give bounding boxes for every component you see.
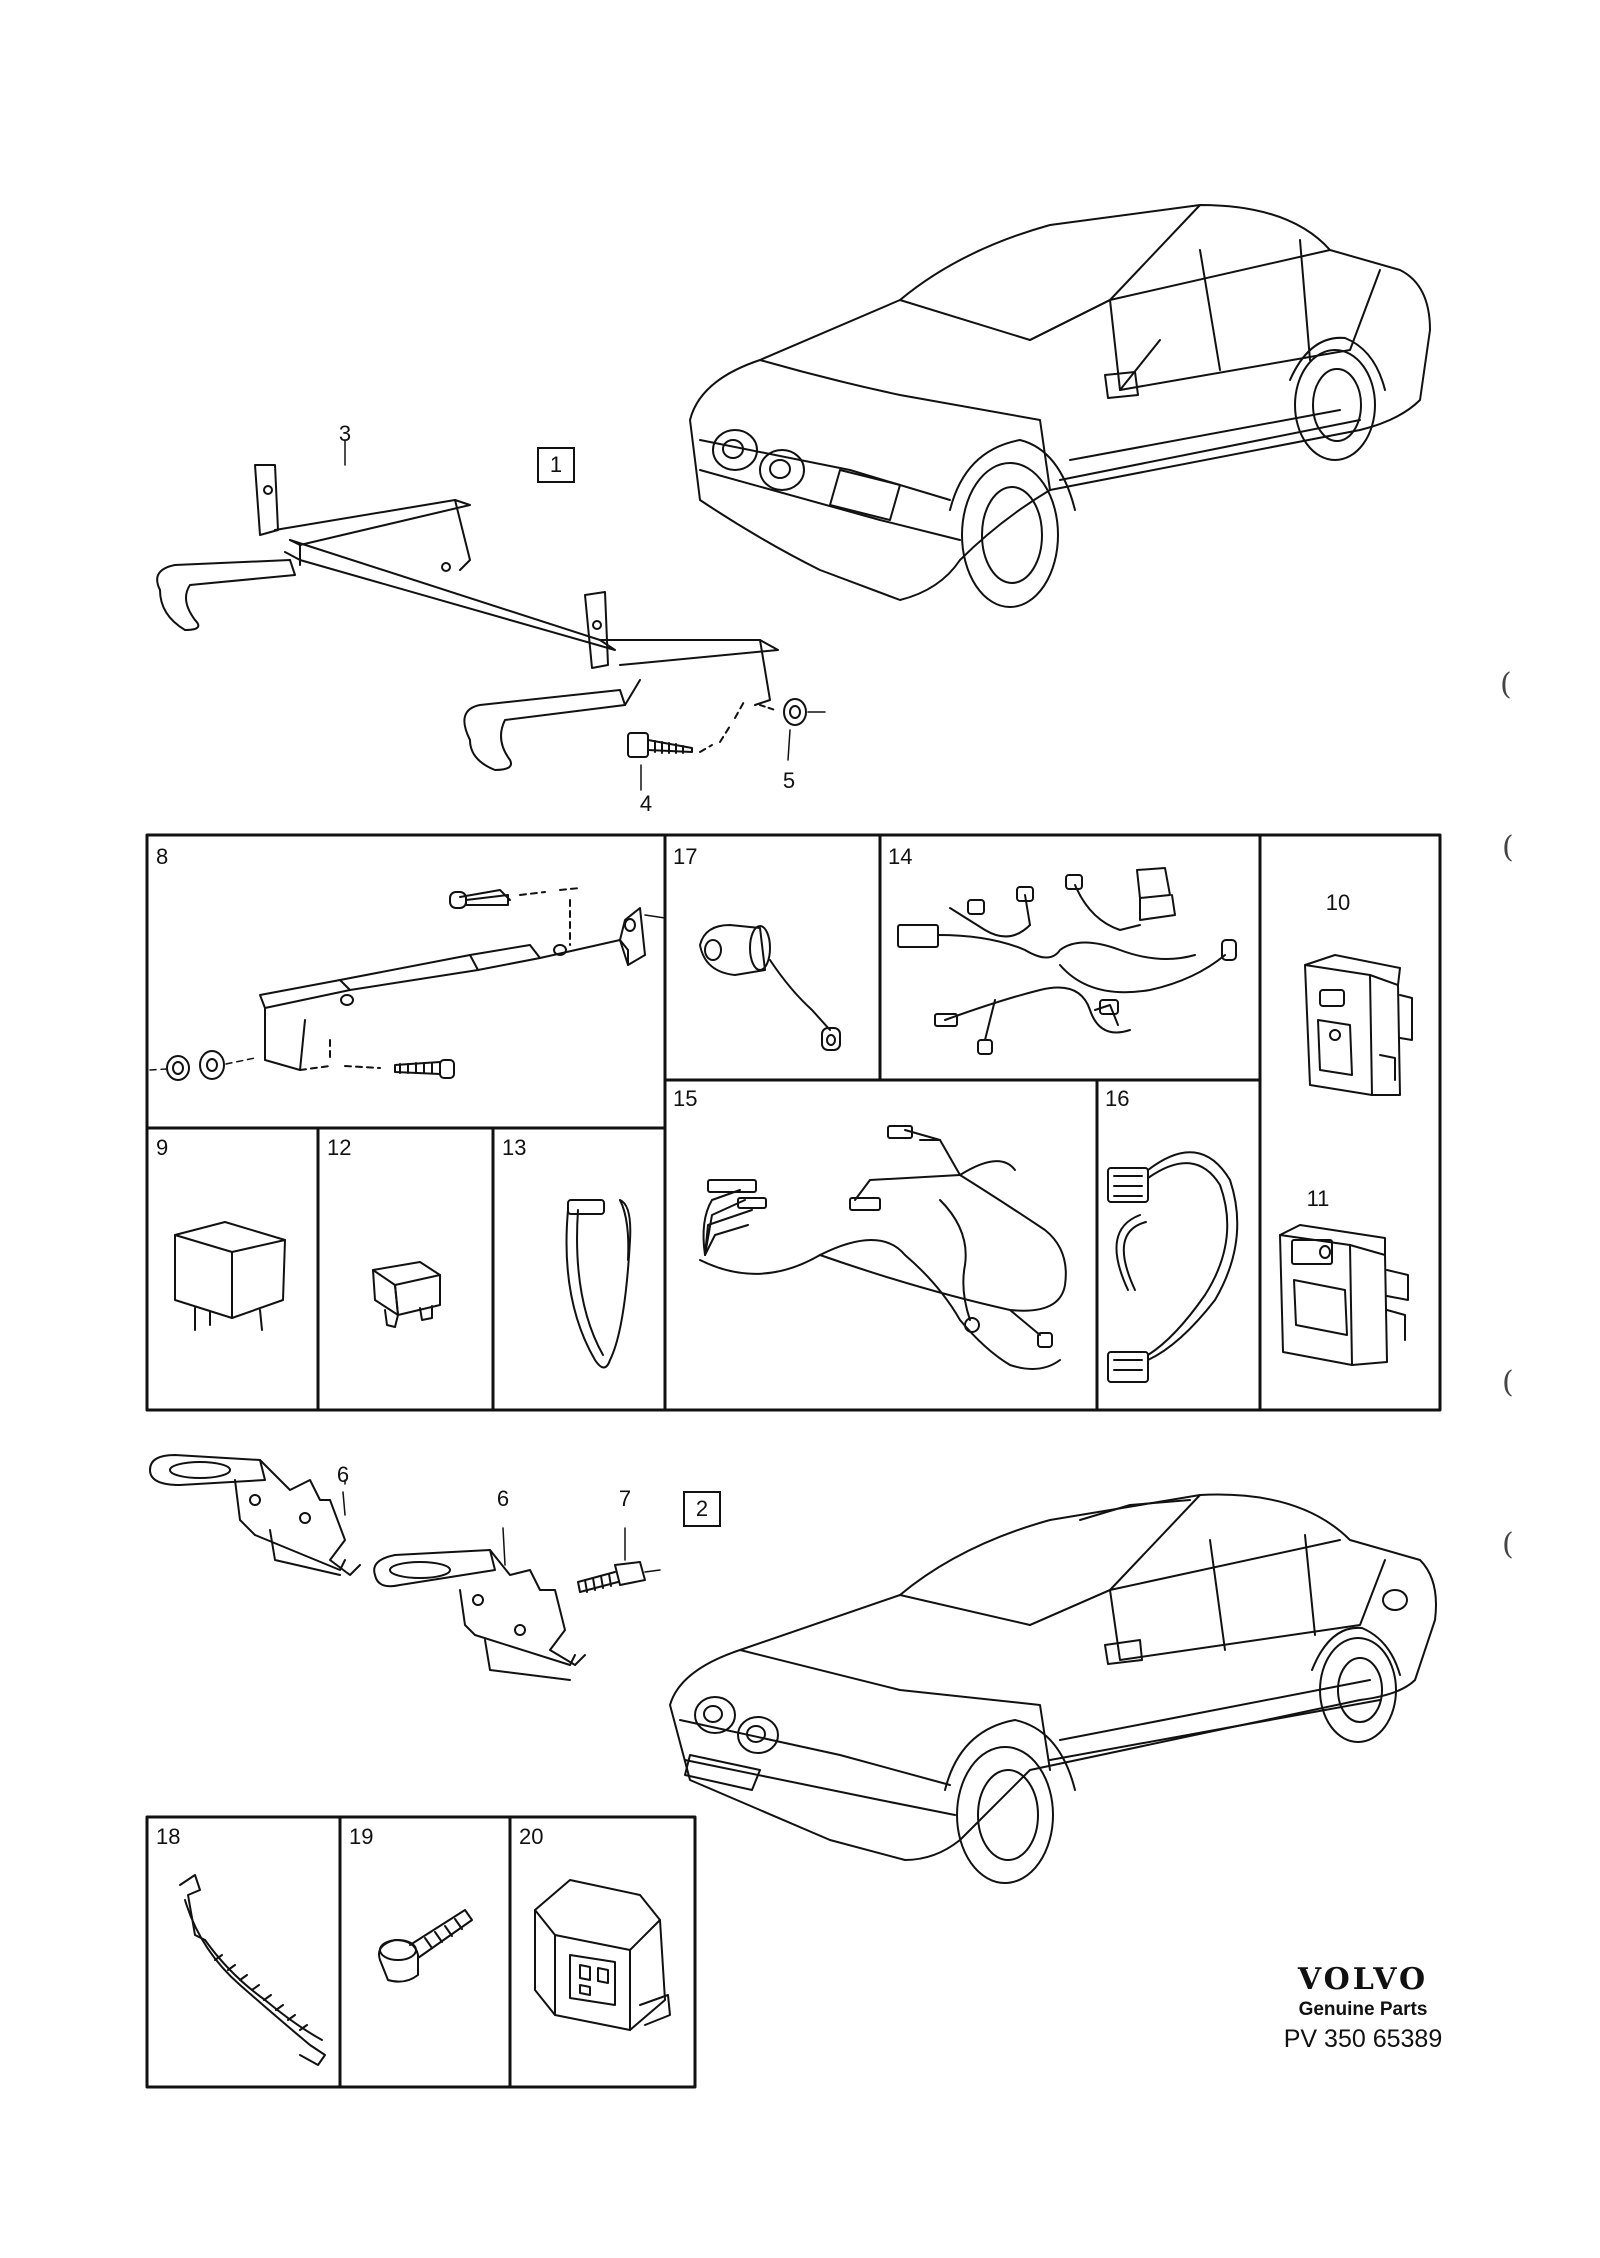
parts-grid [145, 833, 1442, 1412]
branding-block: VOLVO Genuine Parts PV 350 65389 [1268, 1962, 1458, 2054]
callout-11: 11 [1306, 1186, 1330, 1211]
callout-6-left: 6 [336, 1462, 350, 1487]
callout-7: 7 [618, 1486, 632, 1511]
callout-20: 20 [519, 1824, 544, 1849]
part-10-switch [1304, 954, 1413, 1096]
part-18-clip [179, 1874, 326, 2066]
part-20-connector [534, 1879, 671, 2031]
parts-grid-bottom [145, 1815, 697, 2089]
part-5-nut [759, 698, 826, 761]
callout-18: 18 [156, 1824, 181, 1849]
part-12-fuse [372, 1261, 441, 1328]
callout-14: 14 [888, 844, 913, 869]
callout-13: 13 [502, 1135, 527, 1160]
volvo-logo: VOLVO [1297, 1962, 1429, 1997]
part-15-harness [699, 1125, 1067, 1370]
part-7-screw [577, 1527, 661, 1593]
callout-9: 9 [156, 1135, 169, 1160]
callout-10: 10 [1325, 890, 1351, 915]
margin-mark-1: ( [1500, 667, 1512, 702]
callout-19: 19 [349, 1824, 374, 1849]
part-19-bolt [378, 1909, 473, 1983]
callout-15: 15 [673, 1086, 698, 1111]
part-6-bracket-left [149, 1454, 361, 1576]
part-9-relay [174, 1221, 286, 1331]
part-13-cable-tie [565, 1199, 632, 1369]
part-17-bulb [699, 924, 841, 1051]
part-11-switch [1279, 1224, 1409, 1366]
car-illustration-bottom [669, 1493, 1437, 1884]
callout-16: 16 [1105, 1086, 1130, 1111]
callout-4: 4 [639, 791, 653, 816]
car-illustration-top [689, 204, 1431, 608]
part-3-bracket [156, 464, 779, 771]
callout-12: 12 [327, 1135, 352, 1160]
callout-5: 5 [782, 768, 796, 793]
genuine-parts-label: Genuine Parts [1298, 1999, 1428, 2020]
variant-box-1: 1 [537, 447, 575, 483]
callout-6-right: 6 [496, 1486, 510, 1511]
callout-8: 8 [156, 844, 169, 869]
variant-box-2: 2 [683, 1491, 721, 1527]
margin-mark-2: ( [1502, 830, 1514, 865]
part-4-screw [627, 699, 746, 791]
part-14-harness [897, 867, 1237, 1055]
part-6-bracket-right [373, 1549, 586, 1681]
callout-17: 17 [673, 844, 698, 869]
part-reference-number: PV 350 65389 [1283, 2025, 1443, 2053]
part-8-bracket-kit [149, 887, 666, 1081]
part-16-harness [1107, 1151, 1239, 1383]
margin-mark-3: ( [1502, 1365, 1514, 1400]
margin-mark-4: ( [1502, 1527, 1514, 1562]
callout-3: 3 [338, 421, 352, 446]
